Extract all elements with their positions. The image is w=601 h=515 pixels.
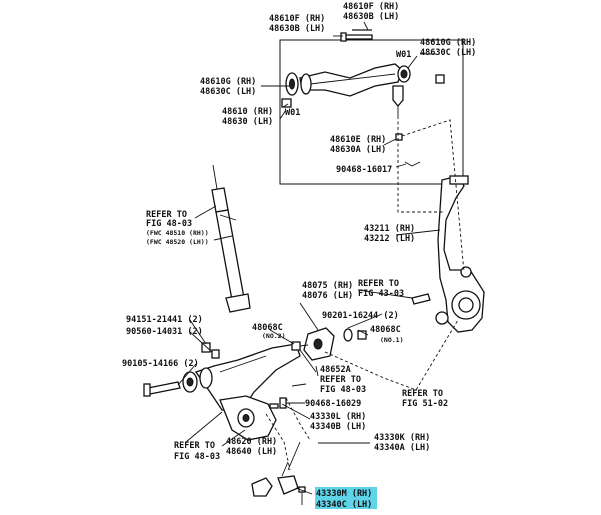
lower-arm-nut-2[interactable] [211,349,220,359]
upper-arm-nut-right[interactable] [435,74,445,84]
label-48610g-rh-left: 48610G (RH) [200,77,256,87]
label-43340b-lh: 43340B (LH) [310,422,366,432]
fig-48-03-link-5[interactable]: FIG 48-03 [174,452,220,462]
lower-arm-bushing-left[interactable] [182,367,213,393]
upper-ball-joint[interactable] [392,85,404,116]
upper-arm-bolt-top[interactable] [340,32,373,42]
upper-control-arm[interactable] [299,63,403,97]
lower-control-arm-rear[interactable] [219,395,277,441]
lower-arm-nut-1[interactable] [201,342,211,353]
label-48630c-lh-left: 48630C (LH) [200,87,256,97]
label-90560-14031: 90560-14031 (2) [126,327,203,337]
fig-43-03-link[interactable]: FIG 43-03 [358,289,404,299]
label-48630b-lh: 48630B (LH) [269,24,325,34]
label-48610g-rh-right: 48610G (RH) [420,38,476,48]
leader-lines [177,21,441,495]
selected-part-highlight [315,487,377,509]
label-w01-left: W01 [285,108,300,118]
strut-rod-bushing[interactable] [303,327,335,361]
label-fwc-48510: (FWC 48510 (RH)) [146,229,209,237]
clip-small[interactable] [291,365,319,387]
label-48076-lh: 48076 (LH) [302,291,353,301]
strut-rod-nut-right[interactable] [357,330,367,340]
label-fwc-48520: (FWC 48520 (LH)) [146,238,209,246]
lower-control-arm-front[interactable] [194,343,301,411]
label-43330m-rh[interactable]: 43330M (RH) [316,489,372,499]
label-48620-rh: 48620 (RH) [226,437,277,447]
upper-arm-inset-box [279,39,464,185]
shock-absorber[interactable] [211,164,251,313]
label-90201-16244: 90201-16244 (2) [322,311,399,321]
lower-arm-bolt[interactable] [143,381,181,397]
upper-arm-bushing-left[interactable] [285,72,312,96]
refer-to-text-4: REFER TO [402,389,443,399]
label-43212-lh: 43212 (LH) [364,234,415,244]
label-48630b-lh-top: 48630B (LH) [343,12,399,22]
label-48610-rh: 48610 (RH) [222,107,273,117]
label-48075-rh: 48075 (RH) [302,281,353,291]
label-43330l-rh: 43330L (RH) [310,412,366,422]
label-48640-lh: 48640 (LH) [226,447,277,457]
label-48610f-rh-top: 48610F (RH) [343,2,399,12]
label-48068c-no2: 48068C [252,323,283,333]
upper-arm-nut-left[interactable] [281,98,292,108]
refer-to-text-2: REFER TO [358,279,399,289]
refer-to-text-5: REFER TO [174,441,215,451]
dashed-lines [265,116,465,471]
upper-arm-bushing-right[interactable] [397,65,411,83]
fig-48-03-link-1[interactable]: FIG 48-03 [146,219,192,229]
ball-joint-small-part[interactable] [269,397,287,409]
label-48652a: 48652A [320,365,351,375]
label-43340a-lh: 43340A (LH) [374,443,430,453]
label-48610e-rh: 48610E (RH) [330,135,386,145]
label-48068c-no1: 48068C [370,325,401,335]
label-w01-top: W01 [396,50,411,60]
refer-to-text-1: REFER TO [146,210,187,220]
label-no1: (NO.1) [380,336,403,344]
steering-knuckle[interactable] [435,175,485,333]
label-94151-21441: 94151-21441 (2) [126,315,203,325]
upper-arm-small-part[interactable] [395,133,403,141]
label-48630-lh: 48630 (LH) [222,117,273,127]
label-90468-16017: 90468-16017 [336,165,392,175]
fig-51-02-link[interactable]: FIG 51-02 [402,399,448,409]
strut-rod-washer[interactable] [343,328,353,342]
label-90468-16029: 90468-16029 [305,399,361,409]
fig-48-03-link-3[interactable]: FIG 48-03 [320,385,366,395]
label-48630a-lh: 48630A (LH) [330,145,386,155]
label-no2: (NO.2) [262,332,285,340]
refer-to-text-3: REFER TO [320,375,361,385]
strut-rod-nut-left[interactable] [291,341,309,351]
label-43211-rh: 43211 (RH) [364,224,415,234]
label-43340c-lh[interactable]: 43340C (LH) [316,500,372,510]
label-48630c-lh-right: 48630C (LH) [420,48,476,58]
knuckle-bolt[interactable] [411,293,431,305]
cotter-pin[interactable] [404,161,421,167]
label-43330k-rh: 43330K (RH) [374,433,430,443]
label-90105-14166: 90105-14166 (2) [122,359,199,369]
label-48610f-rh: 48610F (RH) [269,14,325,24]
lower-ball-joint[interactable] [251,461,299,497]
